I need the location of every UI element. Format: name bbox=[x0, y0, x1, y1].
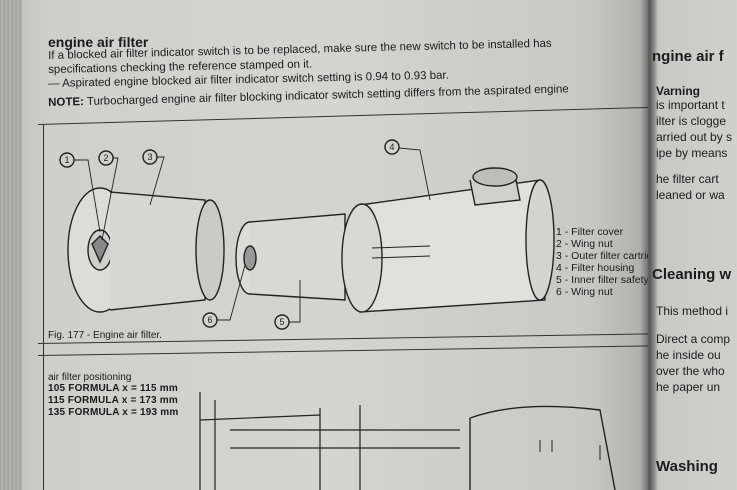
right-line-p1: he filter cart bbox=[656, 172, 719, 186]
callout-2: 2 bbox=[103, 153, 108, 163]
positioning-row-2: 115 FORMULA x = 173 mm bbox=[48, 395, 178, 406]
positioning-title: air filter positioning bbox=[48, 372, 132, 383]
warning-label: Varning bbox=[656, 84, 701, 98]
legend-item-4: 4 - Filter housing bbox=[556, 262, 635, 274]
right-line-d4: he paper un bbox=[656, 380, 721, 394]
air-filter-illustration: 1 2 3 4 5 6 bbox=[59, 139, 616, 490]
left-page: engine air filter If a blocked air filte… bbox=[0, 0, 655, 490]
right-line-w4: ipe by means bbox=[656, 146, 728, 160]
right-line-d3: over the who bbox=[656, 364, 725, 378]
right-line-w2: ilter is clogge bbox=[656, 114, 727, 128]
outer-cartridge-part bbox=[109, 191, 206, 311]
callout-1: 1 bbox=[64, 155, 69, 165]
right-line-d1: Direct a comp bbox=[656, 332, 731, 346]
right-line-d2: he inside ou bbox=[656, 348, 721, 362]
legend-item-6: 6 - Wing nut bbox=[556, 286, 613, 298]
positioning-row-1: 105 FORMULA x = 115 mm bbox=[48, 383, 178, 394]
book-gutter-shadow bbox=[640, 0, 658, 490]
figure-left-rule bbox=[43, 124, 44, 490]
right-line-w3: arried out by s bbox=[656, 130, 733, 144]
right-line-m1: This method i bbox=[656, 304, 729, 318]
callout-5: 5 bbox=[279, 317, 284, 327]
right-heading-2: Cleaning w bbox=[652, 266, 732, 283]
legend-item-3: 3 - Outer filter cartridge bbox=[556, 250, 655, 262]
right-line-p2: leaned or wa bbox=[656, 188, 725, 202]
right-heading-3: Washing bbox=[656, 458, 718, 475]
section-heading: engine air filter bbox=[48, 34, 149, 50]
legend-item-2: 2 - Wing nut bbox=[556, 238, 613, 250]
callout-6: 6 bbox=[207, 315, 212, 325]
right-page: ngine air f Varning is important t ilter… bbox=[648, 0, 737, 490]
right-heading-1: ngine air f bbox=[652, 48, 724, 65]
figure-caption: Fig. 177 - Engine air filter. bbox=[48, 330, 162, 341]
page-stack-edge bbox=[0, 0, 22, 490]
legend-item-5: 5 - Inner filter safety car bbox=[556, 274, 655, 286]
positioning-row-3: 135 FORMULA x = 193 mm bbox=[48, 407, 179, 418]
callout-3: 3 bbox=[147, 152, 152, 162]
legend-item-1: 1 - Filter cover bbox=[556, 226, 624, 238]
callout-4: 4 bbox=[389, 142, 394, 152]
right-line-w1: is important t bbox=[656, 98, 725, 112]
